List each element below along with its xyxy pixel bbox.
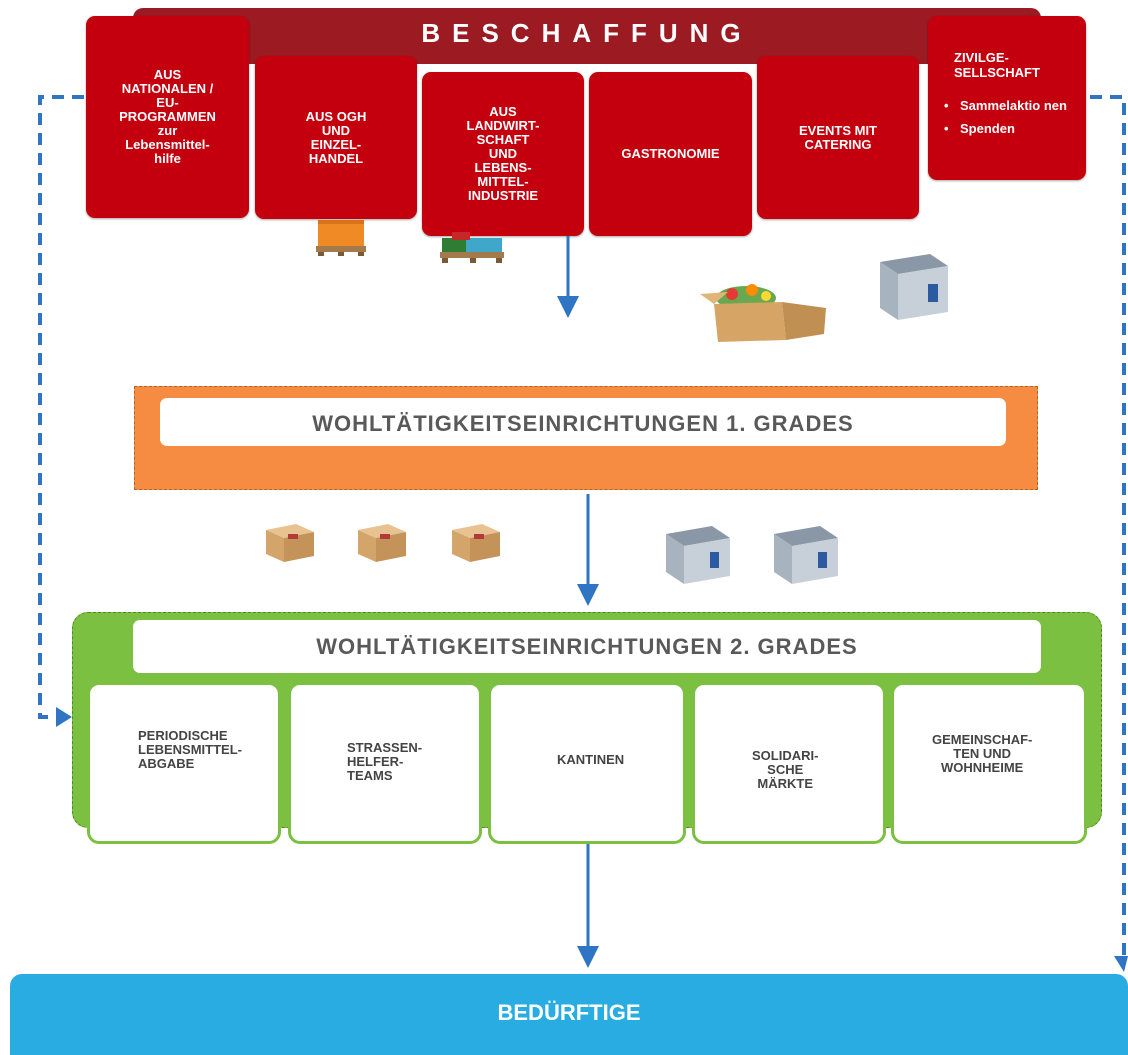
bypass-arrow-right [1090, 95, 1128, 972]
tier2-item-label: GEMEINSCHAF- TEN UND WOHNHEIME [932, 732, 1033, 775]
crate-icon [880, 254, 948, 320]
crate-icon [774, 526, 838, 584]
tier2-item-food-distribution: PERIODISCHE LEBENSMITTEL- ABGABE [87, 682, 281, 844]
bypass-arrow-left [38, 95, 84, 727]
tier1-label: WOHLTÄTIGKEITSEINRICHTUNGEN 1. GRADES [160, 398, 1006, 446]
arrow-sources-to-tier1 [557, 236, 579, 318]
source-agriculture-industry-label: AUS LANDWIRT- SCHAFT UND LEBENS- MITTEL-… [466, 104, 540, 203]
tier2-item-solidarity-markets: SOLIDARI- SCHE MÄRKTE [692, 682, 886, 844]
parcel-icon [358, 524, 406, 562]
beneficiaries-panel [10, 974, 1128, 1055]
parcel-icon [266, 524, 314, 562]
source-retail-label: AUS OGH UND EINZEL- HANDEL [305, 108, 367, 166]
tier2-item-canteens: KANTINEN [488, 682, 686, 844]
produce-box-icon [700, 284, 826, 342]
source-eu-programs: AUS NATIONALEN / EU- PROGRAMMEN zur Lebe… [86, 16, 249, 218]
source-eu-programs-label: AUS NATIONALEN / EU- PROGRAMMEN zur Lebe… [119, 67, 216, 166]
procurement-banner [133, 8, 1041, 64]
tier2-item-street-teams: STRASSEN- HELFER- TEAMS [288, 682, 482, 844]
source-events-catering-label: EVENTS MIT CATERING [798, 122, 877, 152]
tier2-item-communities: GEMEINSCHAF- TEN UND WOHNHEIME [891, 682, 1087, 844]
tier2-label: WOHLTÄTIGKEITSEINRICHTUNGEN 2. GRADES [133, 620, 1041, 673]
source-agriculture-industry: AUS LANDWIRT- SCHAFT UND LEBENS- MITTEL-… [422, 72, 584, 236]
crate-icon [666, 526, 730, 584]
tier2-item-label: SOLIDARI- SCHE MÄRKTE [752, 748, 819, 791]
tier2-item-label: PERIODISCHE LEBENSMITTEL- ABGABE [138, 728, 242, 771]
procurement-title: BESCHAFFUNG [421, 18, 753, 48]
source-retail: AUS OGH UND EINZEL- HANDEL [255, 56, 417, 219]
civil-society-item: Sammelaktio nen [942, 98, 1078, 113]
source-civil-society: ZIVILGE- SELLSCHAFT Sammelaktio nen Spen… [928, 16, 1086, 180]
pallet-icon [440, 232, 504, 263]
tier2-item-label: STRASSEN- HELFER- TEAMS [347, 740, 423, 783]
civil-society-item: Spenden [942, 121, 1078, 136]
civil-society-title: ZIVILGE- SELLSCHAFT [954, 50, 1040, 80]
arrow-tier1-to-tier2 [577, 494, 599, 606]
arrow-tier2-to-beneficiaries [577, 844, 599, 968]
source-gastronomy: GASTRONOMIE [589, 72, 752, 236]
source-gastronomy-label: GASTRONOMIE [621, 146, 720, 161]
pallet-icon [316, 220, 366, 256]
beneficiaries-label: BEDÜRFTIGE [497, 1000, 641, 1025]
tier2-item-label: KANTINEN [557, 752, 625, 767]
parcel-icon [452, 524, 500, 562]
civil-society-list: Sammelaktio nen Spenden [942, 98, 1078, 144]
source-events-catering: EVENTS MIT CATERING [757, 56, 919, 219]
